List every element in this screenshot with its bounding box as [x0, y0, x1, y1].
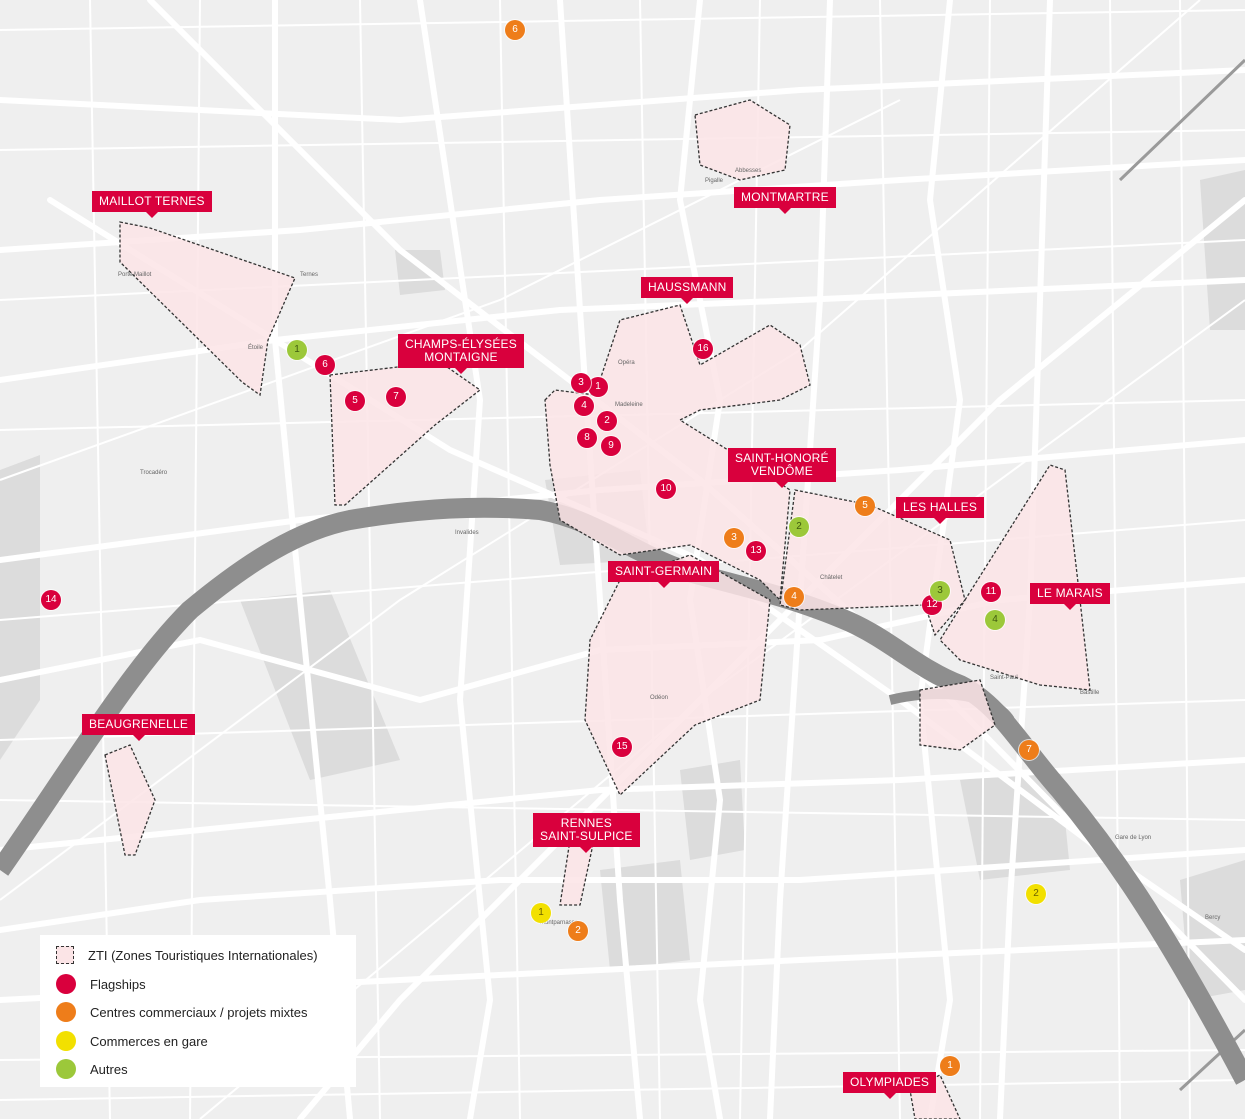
zone-label-montmartre[interactable]: MONTMARTRE [734, 187, 836, 214]
centre-marker[interactable]: 4 [784, 587, 804, 607]
autre-marker[interactable]: 3 [930, 581, 950, 601]
autre-marker[interactable]: 4 [985, 610, 1005, 630]
street-label: Saint-Paul [990, 675, 1018, 681]
zone-label-haussmann[interactable]: HAUSSMANN [641, 277, 734, 304]
legend-item-autres: Autres [56, 1059, 128, 1079]
autre-marker[interactable]: 2 [789, 517, 809, 537]
street-label: Invalides [455, 530, 479, 536]
zone-label-olympiades[interactable]: OLYMPIADES [843, 1072, 937, 1099]
flagship-marker[interactable]: 1 [588, 377, 608, 397]
flagship-marker[interactable]: 4 [574, 396, 594, 416]
street-label: Abbesses [735, 168, 762, 174]
street-label: Châtelet [820, 575, 843, 581]
street-label: Pigalle [705, 178, 724, 184]
flagship-marker[interactable]: 8 [577, 428, 597, 448]
legend-label: Autres [90, 1061, 128, 1077]
legend-label: Flagships [90, 976, 146, 992]
centre-marker[interactable]: 3 [724, 528, 744, 548]
street-label: Bercy [1205, 915, 1221, 921]
street-label: Trocadéro [140, 470, 168, 476]
flagship-marker[interactable]: 6 [315, 355, 335, 375]
street-label: Opéra [618, 360, 635, 366]
flagship-marker[interactable]: 3 [571, 373, 591, 393]
gare-marker[interactable]: 1 [531, 903, 551, 923]
legend-label: Commerces en gare [90, 1033, 208, 1049]
centre-marker[interactable]: 1 [940, 1056, 960, 1076]
zone-label-rennes[interactable]: RENNES SAINT-SULPICE [533, 813, 640, 853]
legend-label: ZTI (Zones Touristiques Internationales) [88, 947, 318, 963]
map-legend: ZTI (Zones Touristiques Internationales)… [40, 935, 356, 1087]
centre-marker[interactable]: 5 [855, 496, 875, 516]
street-label: Odéon [650, 695, 669, 701]
legend-item-zti: ZTI (Zones Touristiques Internationales) [56, 945, 318, 965]
red-dot-icon [56, 974, 76, 994]
flagship-marker[interactable]: 16 [693, 339, 713, 359]
zone-label-le-marais[interactable]: LE MARAIS [1030, 583, 1110, 610]
flagship-marker[interactable]: 5 [345, 391, 365, 411]
flagship-marker[interactable]: 11 [981, 582, 1001, 602]
zone-label-les-halles[interactable]: LES HALLES [896, 497, 985, 524]
centre-marker[interactable]: 2 [568, 921, 588, 941]
flagship-marker[interactable]: 7 [386, 387, 406, 407]
zone-label-champs-elysees[interactable]: CHAMPS-ÉLYSÉES MONTAIGNE [398, 334, 524, 374]
zone-label-beaugrenelle[interactable]: BEAUGRENELLE [82, 714, 196, 741]
street-label: Étoile [248, 345, 264, 351]
zone-label-saint-honore[interactable]: SAINT-HONORÉ VENDÔME [728, 448, 836, 488]
street-label: Gare de Lyon [1115, 835, 1152, 841]
zone-label-maillot-ternes[interactable]: MAILLOT TERNES [92, 191, 212, 218]
centre-marker[interactable]: 6 [505, 20, 525, 40]
legend-item-flagships: Flagships [56, 974, 146, 994]
legend-label: Centres commerciaux / projets mixtes [90, 1004, 308, 1020]
street-label: Porte Maillot [118, 272, 152, 278]
green-dot-icon [56, 1059, 76, 1079]
zone-label-saint-germain[interactable]: SAINT-GERMAIN [608, 561, 720, 588]
street-label: Montparnasse [540, 920, 579, 926]
centre-marker[interactable]: 7 [1019, 740, 1039, 760]
autre-marker[interactable]: 1 [287, 340, 307, 360]
street-label: Bastille [1080, 690, 1100, 696]
zti-swatch-icon [56, 946, 74, 964]
flagship-marker[interactable]: 9 [601, 436, 621, 456]
flagship-marker[interactable]: 13 [746, 541, 766, 561]
flagship-marker[interactable]: 14 [41, 590, 61, 610]
street-label: Madeleine [615, 402, 643, 408]
orange-dot-icon [56, 1002, 76, 1022]
legend-item-gares: Commerces en gare [56, 1031, 208, 1051]
yellow-dot-icon [56, 1031, 76, 1051]
gare-marker[interactable]: 2 [1026, 884, 1046, 904]
flagship-marker[interactable]: 2 [597, 411, 617, 431]
street-label: Ternes [300, 272, 319, 278]
flagship-marker[interactable]: 15 [612, 737, 632, 757]
legend-item-centres: Centres commerciaux / projets mixtes [56, 1002, 307, 1022]
flagship-marker[interactable]: 10 [656, 479, 676, 499]
